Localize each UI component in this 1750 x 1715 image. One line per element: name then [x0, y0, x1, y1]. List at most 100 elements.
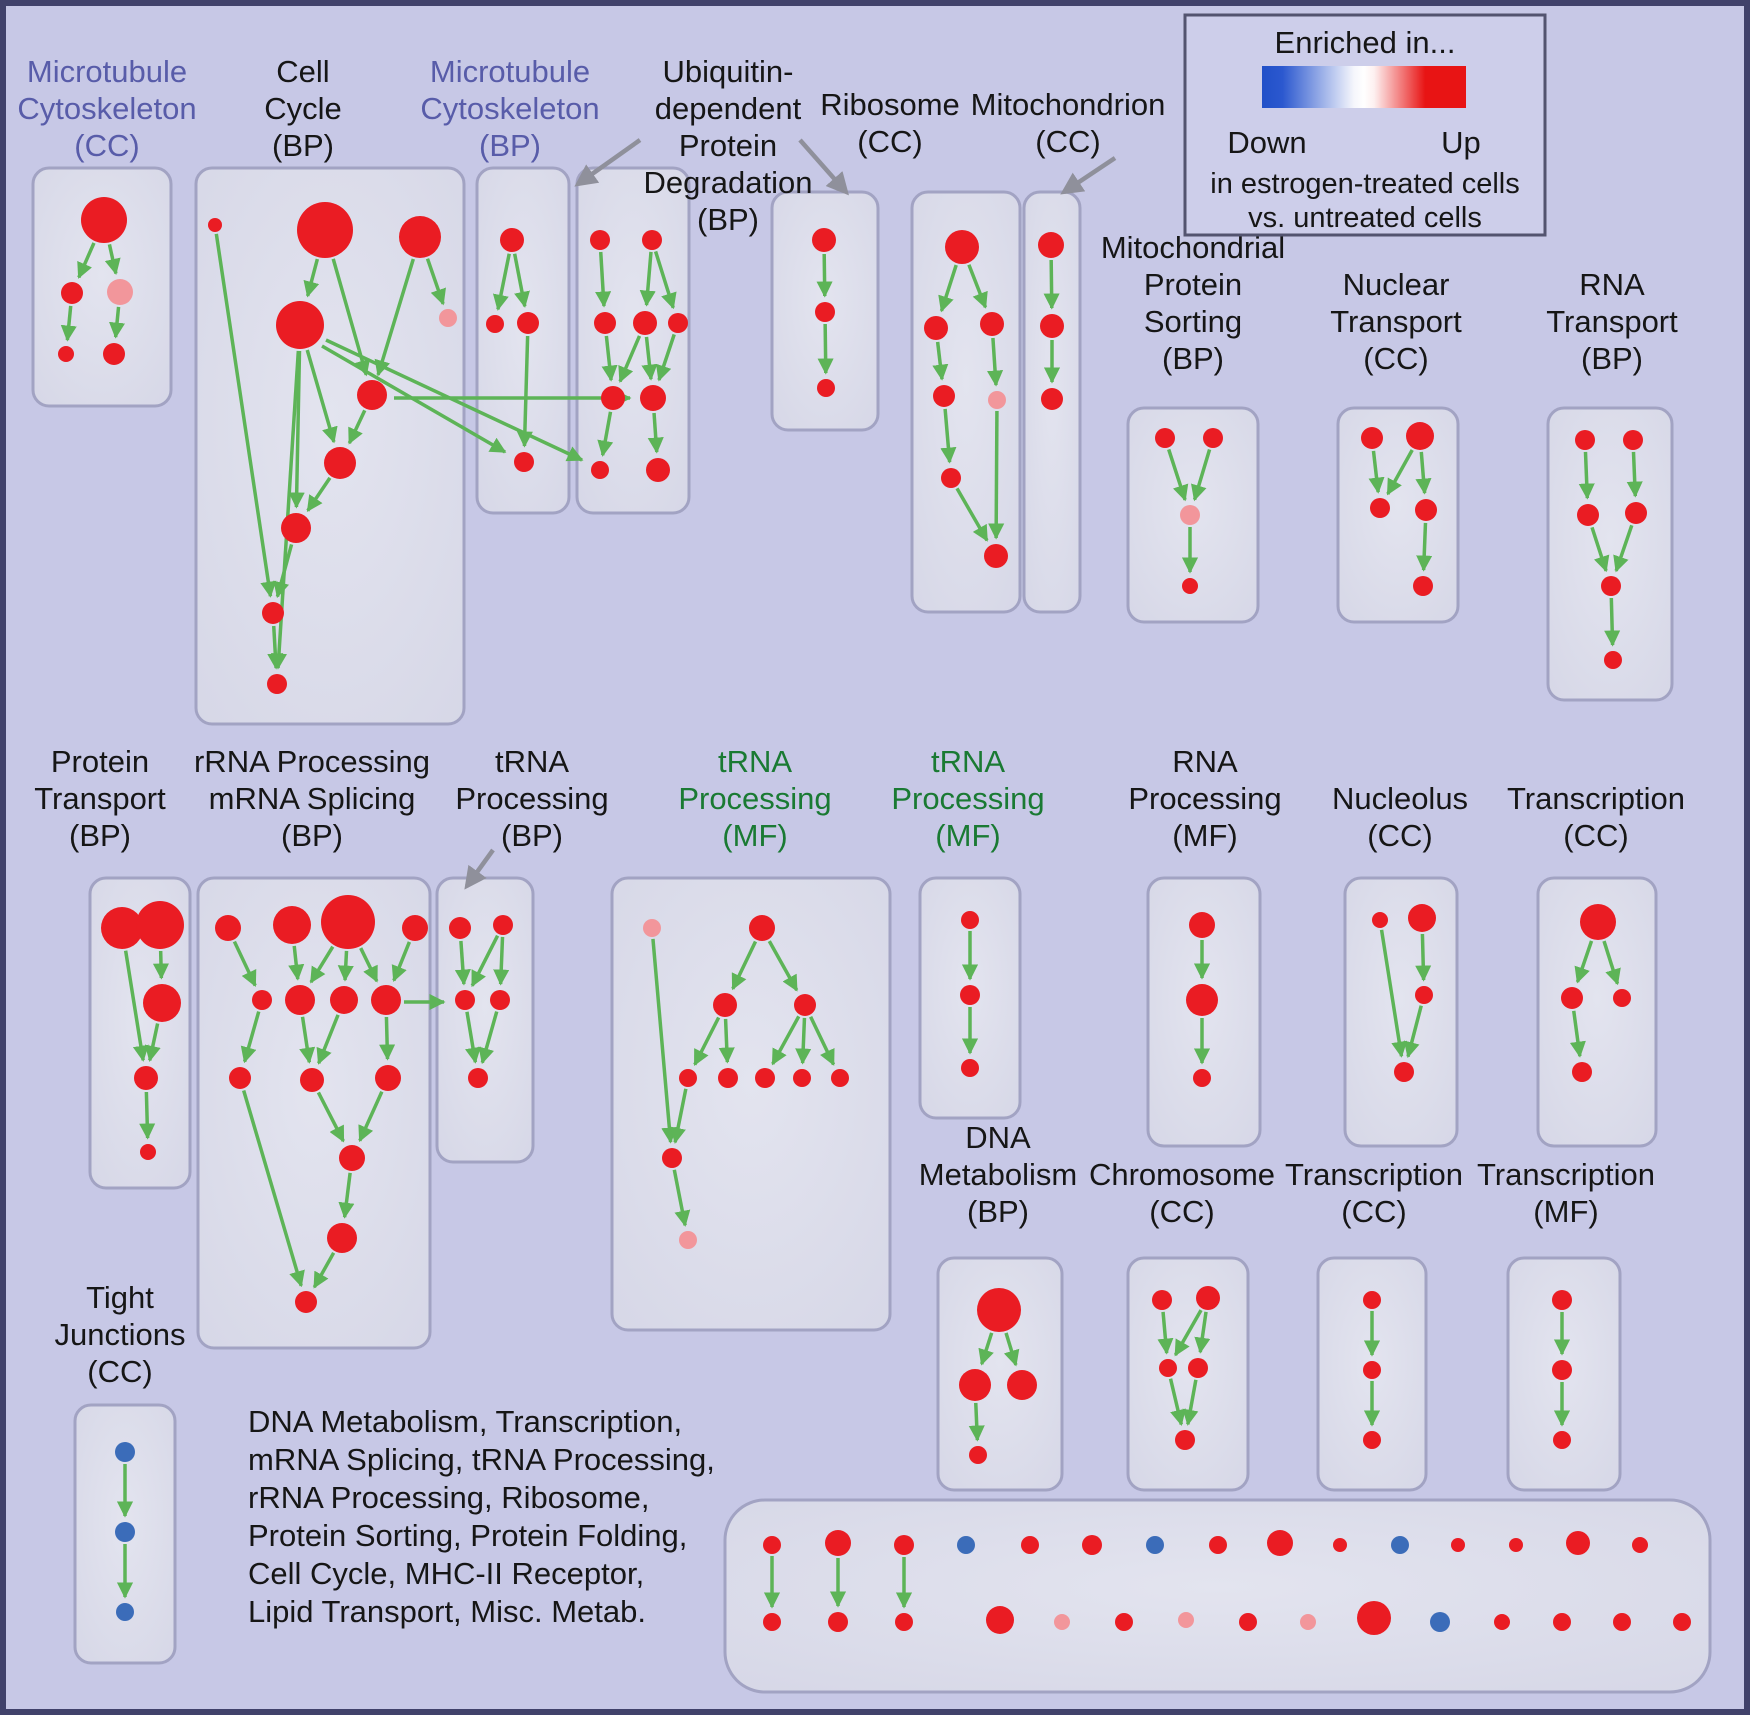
go-term-node-red — [1552, 1290, 1572, 1310]
go-term-node-blue — [115, 1442, 135, 1462]
edge-arrow — [1415, 933, 1432, 982]
go-term-node-red — [490, 990, 510, 1010]
go-term-node-red — [399, 216, 441, 258]
go-term-node-red — [1415, 499, 1437, 521]
go-term-node-red — [1553, 1613, 1571, 1631]
go-term-node-blue — [116, 1603, 134, 1621]
go-term-node-pink — [1178, 1612, 1194, 1628]
edge-arrow — [358, 1090, 384, 1143]
go-term-node-pink — [107, 279, 133, 305]
go-term-node-red — [1196, 1286, 1220, 1310]
go-term-node-red — [941, 468, 961, 488]
go-term-node-red — [493, 915, 513, 935]
edge-arrow — [241, 1089, 305, 1288]
go-term-node-blue — [957, 1536, 975, 1554]
go-term-node-red — [1041, 388, 1063, 410]
go-term-node-red — [517, 312, 539, 334]
go-term-node-red — [1577, 504, 1599, 526]
edge-arrow — [718, 1018, 735, 1064]
go-term-node-red — [1203, 428, 1223, 448]
go-term-node-red — [977, 1288, 1021, 1332]
edge-arrow — [968, 1402, 985, 1442]
go-term-node-red — [933, 385, 955, 407]
legend-down-label: Down — [1227, 125, 1306, 160]
go-term-node-red — [101, 907, 143, 949]
go-term-node-red — [267, 674, 287, 694]
edge-arrow — [465, 1011, 481, 1064]
go-term-node-red — [1115, 1613, 1133, 1631]
go-term-node-pink — [439, 309, 457, 327]
edge-arrow — [1590, 526, 1610, 573]
label-pointer-arrow — [1060, 156, 1117, 195]
go-term-node-red — [1040, 314, 1064, 338]
group-label-transcription-cc-upper: Transcription(CC) — [1507, 781, 1685, 853]
go-term-node-red — [1561, 987, 1583, 1009]
edge-arrow — [309, 945, 335, 984]
go-term-node-red — [1209, 1536, 1227, 1554]
group-box-chromosome-cc — [1126, 1256, 1250, 1492]
edge-arrow — [618, 335, 642, 383]
edge-arrow — [795, 1017, 812, 1065]
go-term-node-blue — [1430, 1612, 1450, 1632]
go-term-node-red — [1673, 1613, 1691, 1631]
edge-arrow — [305, 349, 338, 444]
go-term-node-red — [1494, 1614, 1510, 1630]
go-term-node-blue — [115, 1522, 135, 1542]
go-term-node-red — [969, 1446, 987, 1464]
go-term-node-red — [590, 230, 610, 250]
go-term-node-red — [642, 230, 662, 250]
edge-arrow — [672, 1169, 691, 1227]
go-term-node-red — [1572, 1062, 1592, 1082]
go-term-node-red — [959, 1369, 991, 1401]
edge-arrow — [1173, 1309, 1203, 1357]
go-term-node-red — [1357, 1601, 1391, 1635]
go-term-node-red — [449, 917, 471, 939]
go-term-node-red — [924, 316, 948, 340]
go-term-node-red — [486, 315, 504, 333]
go-term-node-red — [1082, 1535, 1102, 1555]
go-term-node-red — [1408, 904, 1436, 932]
go-term-node-red — [812, 228, 836, 252]
legend-box — [1183, 13, 1547, 237]
group-box-transcription-cc-upper — [1536, 876, 1658, 1148]
edge-arrow — [338, 1172, 355, 1219]
go-term-node-red — [763, 1536, 781, 1554]
edge-arrow — [653, 250, 677, 310]
go-term-node-red — [1413, 576, 1433, 596]
edge-arrow — [1191, 448, 1212, 502]
go-term-node-red — [134, 1066, 158, 1090]
edge-arrow — [601, 335, 618, 382]
edge-arrow — [306, 476, 332, 512]
legend-gradient-bar — [1262, 66, 1466, 108]
go-term-node-red — [961, 911, 979, 929]
go-term-node-red — [103, 343, 125, 365]
go-term-node-red — [1575, 430, 1595, 450]
edge-arrow — [1003, 1332, 1020, 1367]
go-term-node-red — [215, 915, 241, 941]
edge-arrow — [1043, 259, 1060, 310]
go-term-node-red — [679, 1069, 697, 1087]
go-term-node-red — [1601, 576, 1621, 596]
legend-caption-line: vs. untreated cells — [1248, 202, 1482, 234]
go-term-node-red — [1553, 1431, 1571, 1449]
go-term-node-red — [986, 1606, 1014, 1634]
go-term-node-red — [327, 1223, 357, 1253]
go-term-node-red — [1182, 578, 1198, 594]
edge-arrow — [1157, 1311, 1174, 1355]
edge-arrow — [60, 305, 77, 342]
layer-nodes — [58, 197, 1691, 1635]
group-label-ribosome: Ribosome(CC) — [820, 87, 960, 159]
edge-arrow — [1578, 451, 1595, 500]
edge-arrow — [425, 258, 446, 306]
go-term-node-red — [1509, 1538, 1523, 1552]
go-term-node-red — [1363, 1361, 1381, 1379]
edge-arrow — [1415, 451, 1432, 495]
edge-arrow — [641, 336, 658, 381]
edge-arrow — [1386, 449, 1414, 496]
